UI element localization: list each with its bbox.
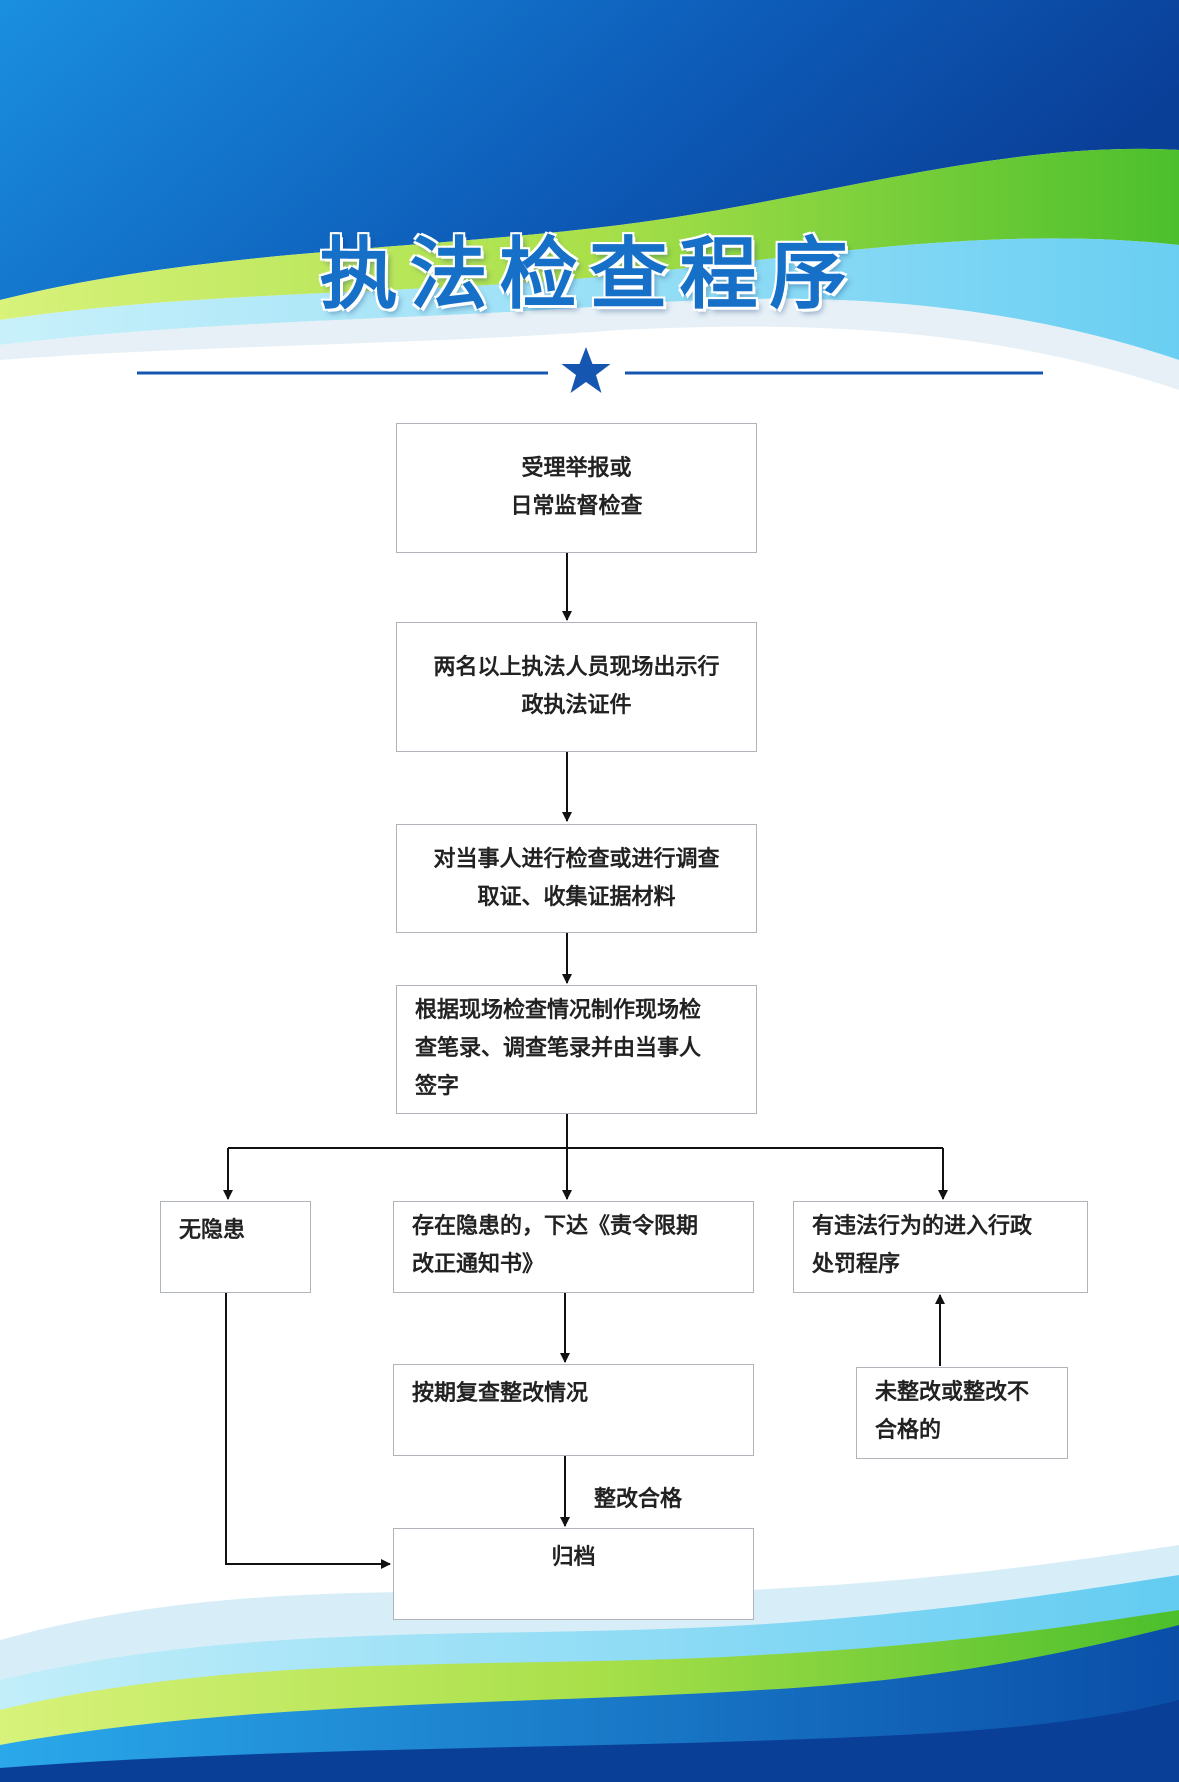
node-text: 日常监督检查: [510, 494, 643, 519]
node-text: 对当事人进行检查或进行调查: [433, 846, 720, 872]
arrow-no-hazard-to-archive: [225, 1293, 391, 1569]
node-text: 根据现场检查情况制作现场检: [415, 998, 702, 1023]
node-make-record: 根据现场检查情况制作现场检 查笔录、调查笔录并由当事人 签字: [396, 985, 757, 1114]
node-text: 存在隐患的，下达《责令限期: [412, 1214, 699, 1239]
node-text: 取证、收集证据材料: [477, 884, 676, 910]
page-title: 执法检查程序: [319, 230, 860, 320]
node-hazard-notice: 存在隐患的，下达《责令限期 改正通知书》: [393, 1201, 754, 1293]
node-text: 处罚程序: [812, 1252, 901, 1277]
node-text: 受理举报或: [521, 456, 632, 481]
node-text: 无隐患: [179, 1218, 246, 1243]
node-investigate: 对当事人进行检查或进行调查 取证、收集证据材料: [396, 824, 757, 933]
node-text: 改正通知书》: [412, 1252, 545, 1277]
node-text: 未整改或整改不: [875, 1380, 1030, 1405]
node-text: 政执法证件: [521, 693, 632, 718]
node-text: 有违法行为的进入行政: [812, 1214, 1033, 1239]
node-text: 两名以上执法人员现场出示行: [433, 655, 720, 680]
node-no-hazard: 无隐患: [160, 1201, 311, 1293]
node-recheck: 按期复查整改情况: [393, 1364, 754, 1456]
node-show-credentials: 两名以上执法人员现场出示行 政执法证件: [396, 622, 757, 752]
node-not-rectified: 未整改或整改不 合格的: [856, 1367, 1068, 1459]
node-administrative-penalty: 有违法行为的进入行政 处罚程序: [793, 1201, 1088, 1293]
node-text: 合格的: [875, 1418, 942, 1443]
node-text: 按期复查整改情况: [412, 1381, 589, 1406]
node-archive: 归档: [393, 1528, 754, 1620]
node-text: 签字: [415, 1074, 460, 1099]
node-accept-report: 受理举报或 日常监督检查: [396, 423, 757, 553]
node-text: 查笔录、调查笔录并由当事人: [415, 1036, 702, 1061]
edge-label-rectified: 整改合格: [594, 1487, 683, 1512]
node-text: 归档: [551, 1545, 596, 1570]
